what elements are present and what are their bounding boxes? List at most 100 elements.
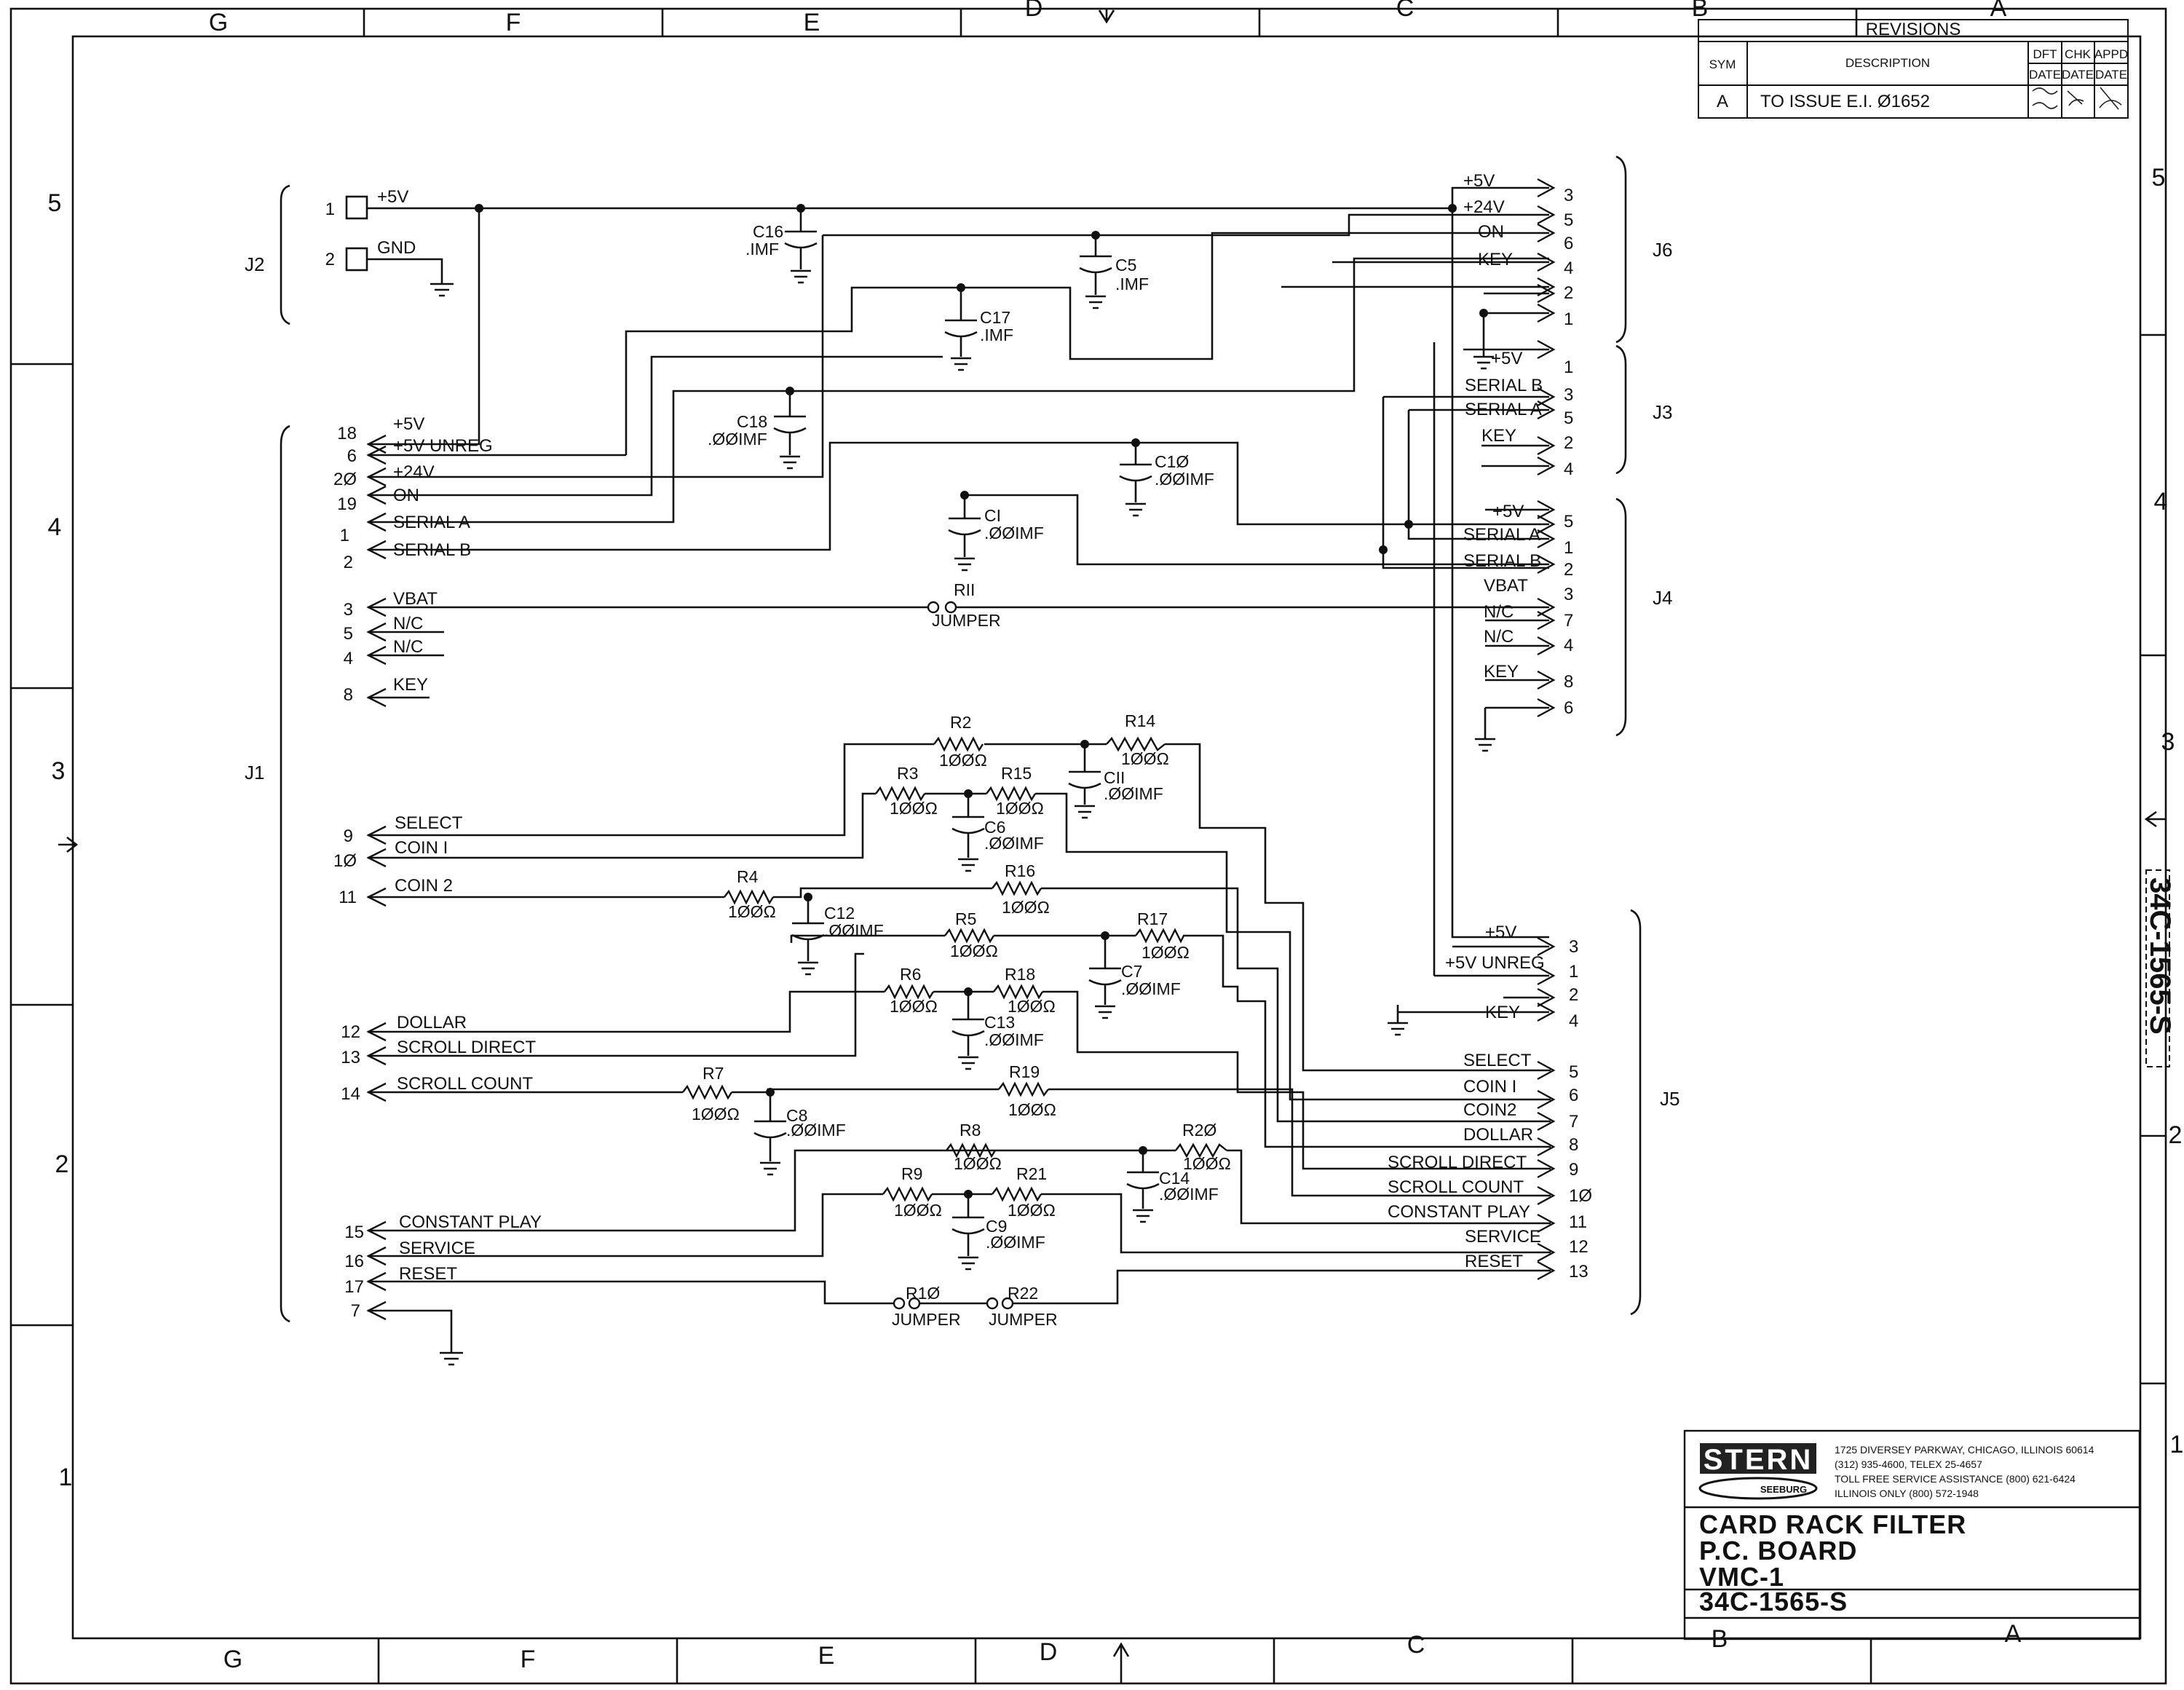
j1-net-reset: RESET [399, 1264, 457, 1284]
j4-net-nc-2: N/C [1484, 627, 1514, 647]
title-block: STERN SEEBURG 1725 DIVERSEY PARKWAY, CHI… [1683, 1429, 2141, 1640]
zone-col-c-bottom: C [1407, 1631, 1425, 1659]
r22-val: JUMPER [989, 1310, 1058, 1329]
address-line-2: (312) 935-4600, TELEX 25-4657 [1835, 1458, 1982, 1470]
r20-ref: R2Ø [1182, 1121, 1216, 1140]
revisions-block: REVISIONS SYM DESCRIPTION DFT CHK APPD D… [1698, 19, 2129, 119]
r6-ref: R6 [900, 965, 921, 984]
j1-pin-10: 1Ø [333, 851, 357, 871]
j1-net-dollar: DOLLAR [397, 1013, 467, 1032]
r4-ref: R4 [737, 867, 759, 886]
j1-pin-17: 17 [344, 1277, 364, 1297]
svg-text:SEEBURG: SEEBURG [1760, 1484, 1807, 1495]
j5-net-select: SELECT [1463, 1051, 1532, 1070]
r14-val: 1ØØΩ [1121, 749, 1169, 768]
j1-pin-11: 11 [339, 888, 357, 907]
r9-val: 1ØØΩ [894, 1201, 942, 1220]
j5-pin-13: 13 [1569, 1262, 1588, 1282]
r5-ref: R5 [955, 909, 976, 928]
j1-net-5v: +5V [393, 414, 424, 434]
j5-pin-1: 1 [1569, 962, 1578, 982]
ground-symbol [951, 357, 971, 371]
r8-ref: R8 [960, 1121, 981, 1140]
j5-pin-9: 9 [1569, 1160, 1578, 1180]
r10-val: JUMPER [892, 1310, 961, 1329]
drawing-number: 34C-1565-S [1699, 1587, 1848, 1616]
ground-symbol [1085, 295, 1106, 309]
r9-resistor [882, 1186, 933, 1202]
j3-pin-3: 3 [1564, 385, 1573, 405]
side-drawing-stamp: 34C-1565-S [2144, 869, 2176, 1067]
j5-net-coin2: COIN2 [1463, 1100, 1516, 1120]
ground-symbol [791, 269, 811, 284]
r5-val: 1ØØΩ [950, 941, 998, 960]
c11-val: .ØØIMF [1104, 784, 1163, 803]
j4-pin-1: 1 [1564, 538, 1573, 558]
svg-text:34C-1565-S: 34C-1565-S [2144, 877, 2176, 1035]
c1-val: .ØØIMF [984, 524, 1044, 542]
j4-brace [1615, 497, 1627, 737]
j2-pin-1: 1 [325, 200, 335, 219]
j1-net-vbat: VBAT [393, 589, 438, 609]
zone-col-c-top: C [1396, 0, 1415, 22]
j1-pin-3: 3 [344, 600, 353, 620]
ground-symbol [1133, 1209, 1153, 1223]
r2-ref: R2 [950, 713, 971, 732]
ground-symbol [1125, 502, 1146, 517]
address-line-4: ILLINOIS ONLY (800) 572-1948 [1835, 1488, 1979, 1499]
r3-val: 1ØØΩ [890, 799, 938, 818]
j3-brace [1615, 344, 1627, 475]
revisions-title: REVISIONS [1866, 20, 1961, 39]
c6-ref: C6 [984, 818, 1005, 837]
ground-symbol [780, 455, 800, 470]
ground-symbol [430, 283, 454, 297]
r7-ref: R7 [703, 1064, 724, 1083]
j5-net-scroll-count: SCROLL COUNT [1388, 1177, 1524, 1197]
r10-jumper-pad-b [908, 1297, 921, 1310]
j5-pin-8: 8 [1569, 1135, 1578, 1155]
j4-pin-3: 3 [1564, 585, 1573, 604]
zone-col-e-bottom: E [818, 1642, 835, 1670]
outer-frame [9, 7, 2167, 1685]
j1-pin-12: 12 [341, 1022, 360, 1042]
ground-symbol [1075, 805, 1095, 819]
j5-net-dollar: DOLLAR [1463, 1125, 1533, 1145]
r15-val: 1ØØΩ [996, 799, 1044, 818]
zone-row-2-left: 2 [55, 1150, 69, 1178]
inner-frame [71, 35, 2142, 1640]
zone-col-a-top: A [1990, 0, 2007, 22]
zone-col-g-bottom: G [223, 1646, 242, 1673]
j2-net-gnd: GND [377, 238, 416, 258]
j3-net-key: KEY [1481, 426, 1516, 446]
address-line-1: 1725 DIVERSEY PARKWAY, CHICAGO, ILLINOIS… [1835, 1444, 2094, 1456]
zone-col-a-bottom: A [2005, 1620, 2022, 1648]
ground-symbol [760, 1161, 780, 1176]
zone-row-3-left: 3 [52, 757, 66, 785]
rev-header-date-2: DATE [2062, 68, 2094, 82]
c13-ref: C13 [984, 1013, 1015, 1032]
j1-pin-8: 8 [344, 685, 353, 705]
j1-pin-9: 9 [344, 826, 353, 846]
r2-val: 1ØØΩ [939, 751, 987, 770]
j6-pin-2: 2 [1564, 283, 1573, 303]
r8-val: 1ØØΩ [954, 1154, 1002, 1173]
j5-net-5v: +5V [1485, 923, 1516, 942]
j1-pin-7: 7 [351, 1301, 360, 1321]
connector-j4-label: J4 [1653, 587, 1672, 609]
zone-row-1-left: 1 [59, 1464, 73, 1491]
c1-ref: CI [984, 506, 1001, 525]
zone-row-2-right: 2 [2169, 1121, 2183, 1149]
r6-val: 1ØØΩ [890, 997, 938, 1016]
j1-net-select: SELECT [395, 813, 463, 833]
ground-symbol [440, 1351, 463, 1366]
j1-net-nc-2: N/C [393, 637, 423, 657]
j1-net-key: KEY [393, 675, 428, 695]
address-line-3: TOLL FREE SERVICE ASSISTANCE (800) 621-6… [1835, 1473, 2076, 1485]
r7-val: 1ØØΩ [692, 1105, 740, 1124]
j2-brace [280, 184, 290, 325]
ground-symbol [1095, 1005, 1115, 1019]
zone-row-4-right: 4 [2154, 488, 2168, 516]
j1-pin-15: 15 [344, 1223, 364, 1242]
r9-ref: R9 [901, 1164, 922, 1183]
